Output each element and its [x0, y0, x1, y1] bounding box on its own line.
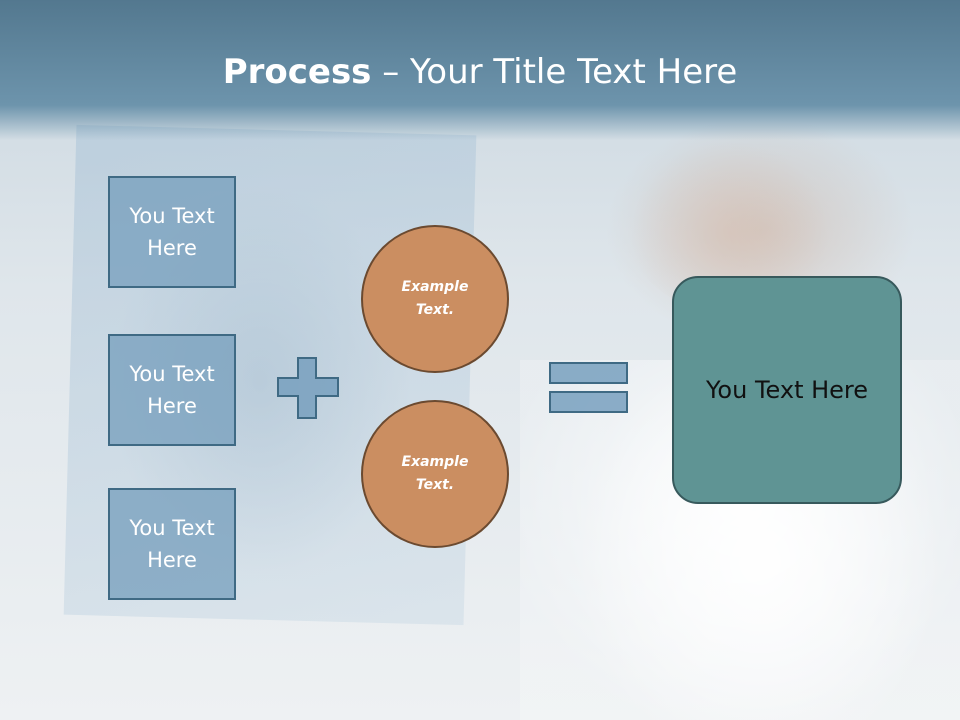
slide-title: Process – Your Title Text Here: [0, 52, 960, 92]
circle-2-line1: Example: [401, 454, 469, 470]
title-bold: Process: [222, 52, 372, 92]
example-circle-1[interactable]: Example Text.: [361, 225, 509, 373]
result-text: You Text Here: [705, 376, 869, 404]
title-bar: [0, 0, 960, 140]
result-box[interactable]: You Text Here: [672, 276, 902, 504]
circle-1-line1: Example: [401, 279, 469, 295]
text-box-3-line2: Here: [147, 548, 197, 572]
text-box-3[interactable]: You Text Here: [108, 488, 236, 600]
text-box-2[interactable]: You Text Here: [108, 334, 236, 446]
title-rest: – Your Title Text Here: [371, 52, 738, 92]
circle-2-line2: Text.: [415, 477, 455, 493]
text-box-2-line2: Here: [147, 394, 197, 418]
circle-1-line2: Text.: [415, 302, 455, 318]
equals-icon: [549, 362, 628, 413]
text-box-1-line2: Here: [147, 236, 197, 260]
example-circle-2[interactable]: Example Text.: [361, 400, 509, 548]
text-box-2-line1: You Text: [129, 362, 215, 386]
text-box-1-line1: You Text: [129, 204, 215, 228]
text-box-3-line1: You Text: [129, 516, 215, 540]
plus-icon: [277, 357, 339, 419]
text-box-1[interactable]: You Text Here: [108, 176, 236, 288]
